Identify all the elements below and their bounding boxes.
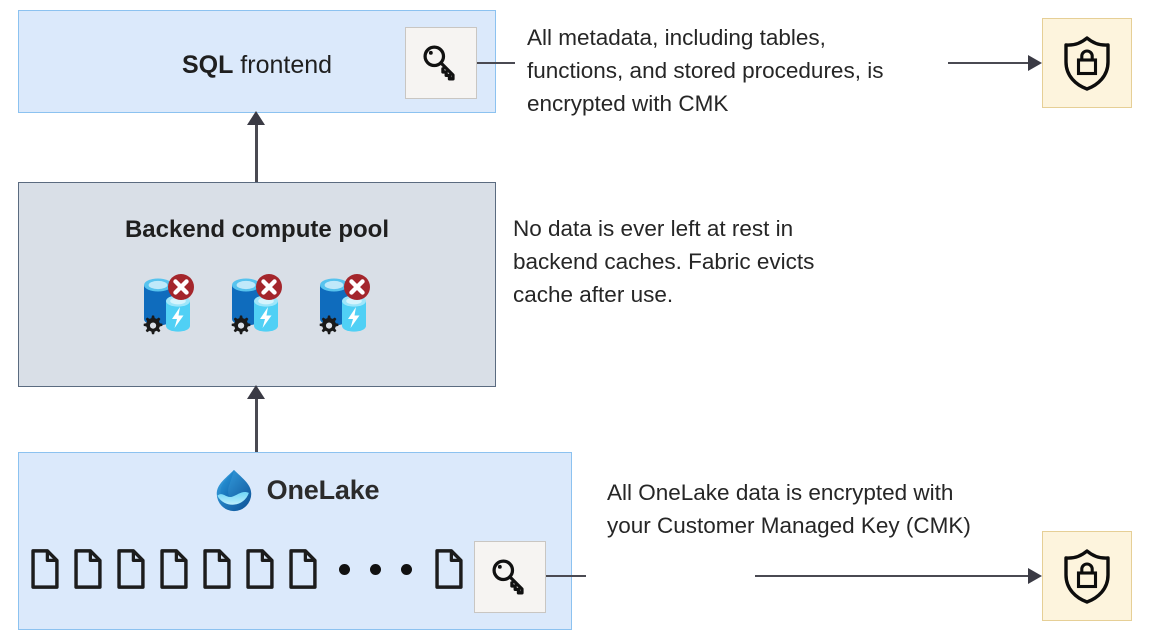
gear-icon: [231, 315, 251, 335]
ellipsis-dot: [370, 563, 381, 575]
secondary-cylinder: [166, 295, 190, 332]
gear-icon: [143, 315, 163, 335]
secondary-cylinder: [254, 295, 278, 332]
primary-cylinder: [232, 278, 260, 326]
file-icon: [160, 549, 188, 589]
connector-top-note-to-shield: [948, 62, 1030, 64]
note-metadata-encryption: All metadata, including tables, function…: [527, 25, 884, 116]
sql-frontend-title: SQL frontend: [19, 51, 495, 80]
file-icon: [289, 549, 317, 589]
cache-node: [312, 271, 378, 341]
file-icon: [74, 549, 102, 589]
cache-node: [224, 271, 290, 341]
primary-cylinder: [144, 278, 172, 326]
onelake-key-tile[interactable]: [474, 541, 546, 613]
note-cache-eviction: No data is ever left at rest in backend …: [513, 216, 815, 307]
backend-compute-pool-box: Backend compute pool: [18, 182, 496, 387]
lightning-bolt-icon: [348, 307, 360, 328]
primary-cylinder: [320, 278, 348, 326]
key-bit-dot: [428, 50, 433, 55]
key-bit-dot: [497, 564, 502, 569]
cache-node: [136, 271, 202, 341]
gear-icon: [319, 315, 339, 335]
connector-sql-key-to-note: [477, 62, 515, 64]
shield-tile-top: [1042, 18, 1132, 108]
arrowhead-bottom-to-shield: [1028, 568, 1042, 584]
error-badge-icon: [168, 274, 194, 300]
shield-lock-icon: [1064, 549, 1110, 604]
shield-tile-bottom: [1042, 531, 1132, 621]
lightning-bolt-icon: [172, 307, 184, 328]
shield-lock-icon: [1064, 36, 1110, 91]
onelake-brand: OneLake: [19, 467, 571, 513]
onelake-file-strip: [28, 548, 465, 590]
database-cache-disabled-icon: [319, 274, 370, 335]
ellipsis-dot: [339, 563, 350, 575]
connector-backend-to-sql: [255, 120, 258, 182]
onelake-droplet-icon: [216, 469, 251, 512]
secondary-cylinder: [342, 295, 366, 332]
error-badge-icon: [256, 274, 282, 300]
connector-onelake-key-to-note: [546, 575, 586, 577]
connector-onelake-to-backend: [255, 394, 258, 452]
sql-frontend-title-rest: frontend: [233, 51, 333, 79]
lightning-bolt-icon: [260, 307, 272, 328]
connector-bottom-note-to-shield: [755, 575, 1030, 577]
file-icon: [117, 549, 145, 589]
file-icon: [31, 549, 59, 589]
file-icon: [203, 549, 231, 589]
key-icon: [423, 45, 455, 81]
note-onelake-encryption: All OneLake data is encrypted with your …: [607, 480, 971, 538]
file-icon: [246, 549, 274, 589]
sql-frontend-key-tile[interactable]: [405, 27, 477, 99]
sql-frontend-title-bold: SQL: [181, 51, 234, 79]
backend-cache-node-row: [19, 271, 495, 341]
file-icon: [435, 549, 463, 589]
database-cache-disabled-icon: [143, 274, 194, 335]
arrowhead-backend-to-sql: [247, 111, 265, 125]
arrowhead-onelake-to-backend: [247, 385, 265, 399]
ellipsis-dot: [401, 563, 412, 575]
error-badge-icon: [344, 274, 370, 300]
key-icon: [492, 559, 524, 595]
database-cache-disabled-icon: [231, 274, 282, 335]
backend-compute-pool-title: Backend compute pool: [124, 216, 390, 243]
onelake-label: OneLake: [266, 474, 380, 505]
ellipsis-dots: [329, 563, 422, 575]
arrowhead-top-to-shield: [1028, 55, 1042, 71]
